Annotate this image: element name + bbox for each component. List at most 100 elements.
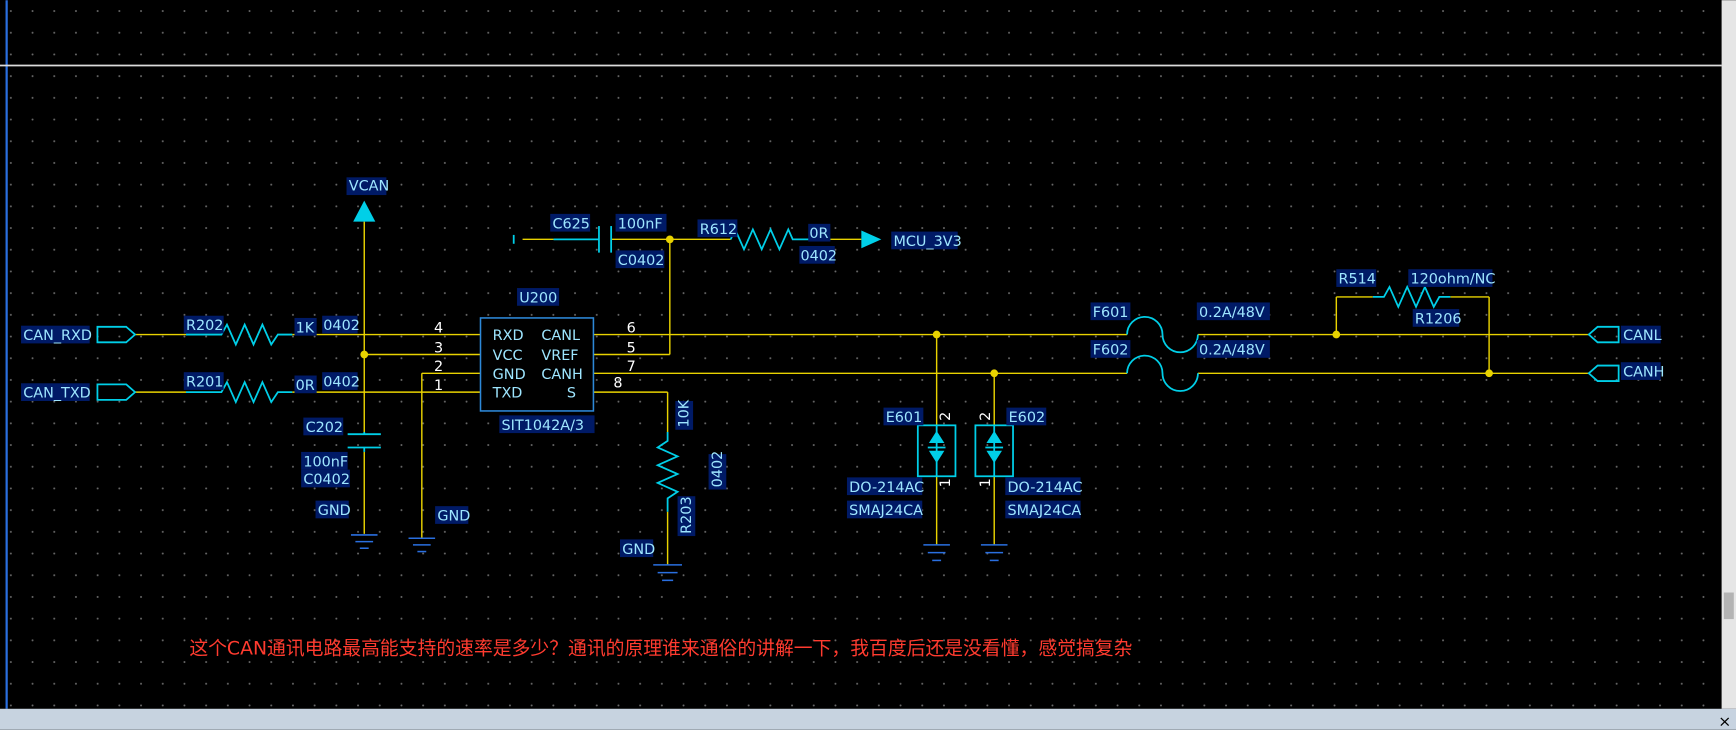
junction-dot [990, 369, 999, 378]
pin-name-s: S [567, 386, 576, 402]
pkg-r514: R1206 [1415, 311, 1462, 327]
pin-name-canh: CANH [541, 367, 582, 383]
pin-name-rxd: RXD [493, 328, 524, 344]
ic-u200[interactable]: U200 SIT1042A/3 RXD VCC GND TXD CANL VRE… [434, 288, 636, 434]
resistor-r612[interactable]: R612 0R 0402 [697, 219, 838, 264]
port-label-can-txd: CAN_TXD [23, 386, 91, 402]
horizontal-scrollbar[interactable] [0, 708, 1736, 730]
fuse-f601[interactable]: F601 0.2A/48V [1090, 302, 1270, 354]
port-can-rxd[interactable]: CAN_RXD [21, 325, 137, 344]
value-r612: 0R [809, 226, 828, 242]
part-e602: SMAJ24CA [1008, 503, 1082, 519]
junction-dot [665, 235, 674, 244]
vertical-scrollbar[interactable] [1721, 0, 1736, 709]
ref-c625: C625 [552, 216, 589, 232]
ref-f602: F602 [1093, 342, 1129, 358]
power-mcu-3v3[interactable]: MCU_3V3 [861, 230, 962, 250]
pkg-c625: C0402 [618, 253, 665, 269]
ref-u200: U200 [519, 290, 557, 306]
ref-e601: E601 [886, 410, 923, 426]
part-e601: SMAJ24CA [849, 503, 923, 519]
port-canh[interactable]: CANH [1587, 362, 1665, 382]
pkg-r612: 0402 [800, 248, 837, 264]
junction-dot [1332, 330, 1341, 339]
ref-r514: R514 [1339, 272, 1376, 288]
port-label-canl: CANL [1623, 328, 1662, 344]
junction-dots [360, 235, 1493, 378]
value-r514: 120ohm/NC [1410, 272, 1495, 288]
ground-symbol-r203: GND [620, 539, 682, 582]
capacitor-c625[interactable]: C625 100nF C0402 [512, 213, 667, 269]
power-vcan[interactable]: VCAN [346, 177, 390, 222]
pin-number: 3 [434, 340, 443, 356]
value-r201: 0R [296, 378, 315, 394]
wires [135, 221, 1589, 565]
port-label-canh: CANH [1623, 365, 1664, 381]
gnd-label: GND [437, 509, 470, 525]
pin-name-vcc: VCC [493, 348, 523, 364]
pkg-r202: 0402 [323, 318, 360, 334]
value-r203: 10K [677, 399, 693, 427]
resistor-r202[interactable]: R202 1K 0402 [183, 315, 360, 347]
ref-c202: C202 [306, 420, 343, 436]
ref-e602: E602 [1009, 410, 1046, 426]
resistor-r201[interactable]: R201 0R 0402 [183, 372, 360, 405]
junction-dot [1485, 369, 1493, 378]
power-label-vcan: VCAN [349, 179, 389, 195]
pin-number: 2 [434, 359, 443, 375]
pin-number: 4 [434, 320, 443, 336]
value-r202: 1K [296, 320, 315, 336]
pin-name-gnd: GND [493, 367, 526, 383]
power-label-mcu-3v3: MCU_3V3 [893, 234, 961, 250]
gnd-label: GND [622, 542, 655, 558]
value-f602: 0.2A/48V [1199, 342, 1265, 358]
port-can-txd[interactable]: CAN_TXD [21, 383, 137, 402]
capacitor-c202[interactable]: C202 100nF C0402 [301, 417, 381, 488]
gnd-label: GND [318, 503, 351, 519]
resistor-r203[interactable]: 10K 0402 R203 [655, 399, 727, 537]
junction-dot [360, 350, 369, 359]
pin-number: 2 [938, 412, 954, 421]
tvs-diode-e601[interactable]: E601 2 1 DO-214AC SMAJ24CA [846, 407, 957, 519]
ref-f601: F601 [1093, 305, 1129, 321]
pin-number: 5 [627, 340, 636, 356]
pin-name-vref: VREF [541, 348, 578, 364]
ref-r612: R612 [700, 222, 737, 238]
ground-symbol-c202: GND [315, 500, 378, 550]
value-f601: 0.2A/48V [1199, 305, 1265, 321]
pin-number: 7 [627, 359, 636, 375]
junction-dot [932, 330, 941, 339]
ref-r203: R203 [679, 496, 695, 533]
pin-number: 1 [978, 478, 994, 487]
port-canl[interactable]: CANL [1587, 325, 1662, 344]
pkg-c202: C0402 [303, 472, 350, 488]
ref-r202: R202 [186, 318, 223, 334]
vertical-scrollbar-thumb[interactable] [1723, 592, 1734, 620]
ground-symbol-u200: GND [408, 506, 470, 553]
port-label-can-rxd: CAN_RXD [23, 328, 92, 344]
pin-name-txd: TXD [492, 386, 523, 402]
question-annotation: 这个CAN通讯电路最高能支持的速率是多少？通讯的原理谁来通俗的讲解一下，我百度后… [189, 638, 1132, 660]
pin-number: 2 [978, 412, 994, 421]
pin-name-canl: CANL [541, 328, 580, 344]
resistor-r514[interactable]: R514 120ohm/NC R1206 [1336, 269, 1495, 327]
pin-number: 1 [938, 478, 954, 487]
pkg-r201: 0402 [323, 375, 360, 391]
grid-dots [0, 0, 1722, 709]
pin-number: 6 [627, 320, 636, 336]
pkg-r203: 0402 [710, 451, 726, 488]
part-u200: SIT1042A/3 [502, 418, 585, 434]
pkg-e602: DO-214AC [1008, 480, 1083, 496]
fuse-f602[interactable]: F602 0.2A/48V [1090, 340, 1270, 392]
value-c625: 100nF [618, 216, 663, 232]
tvs-diode-e602[interactable]: E602 2 1 DO-214AC SMAJ24CA [974, 407, 1083, 519]
value-c202: 100nF [303, 454, 348, 470]
close-icon[interactable]: × [1718, 712, 1731, 730]
pin-number: 8 [613, 376, 622, 392]
pin-number: 1 [434, 378, 443, 394]
ground-symbol-e602 [980, 544, 1008, 562]
ref-r201: R201 [186, 375, 223, 391]
pkg-e601: DO-214AC [849, 480, 924, 496]
ground-symbol-e601 [923, 544, 950, 562]
